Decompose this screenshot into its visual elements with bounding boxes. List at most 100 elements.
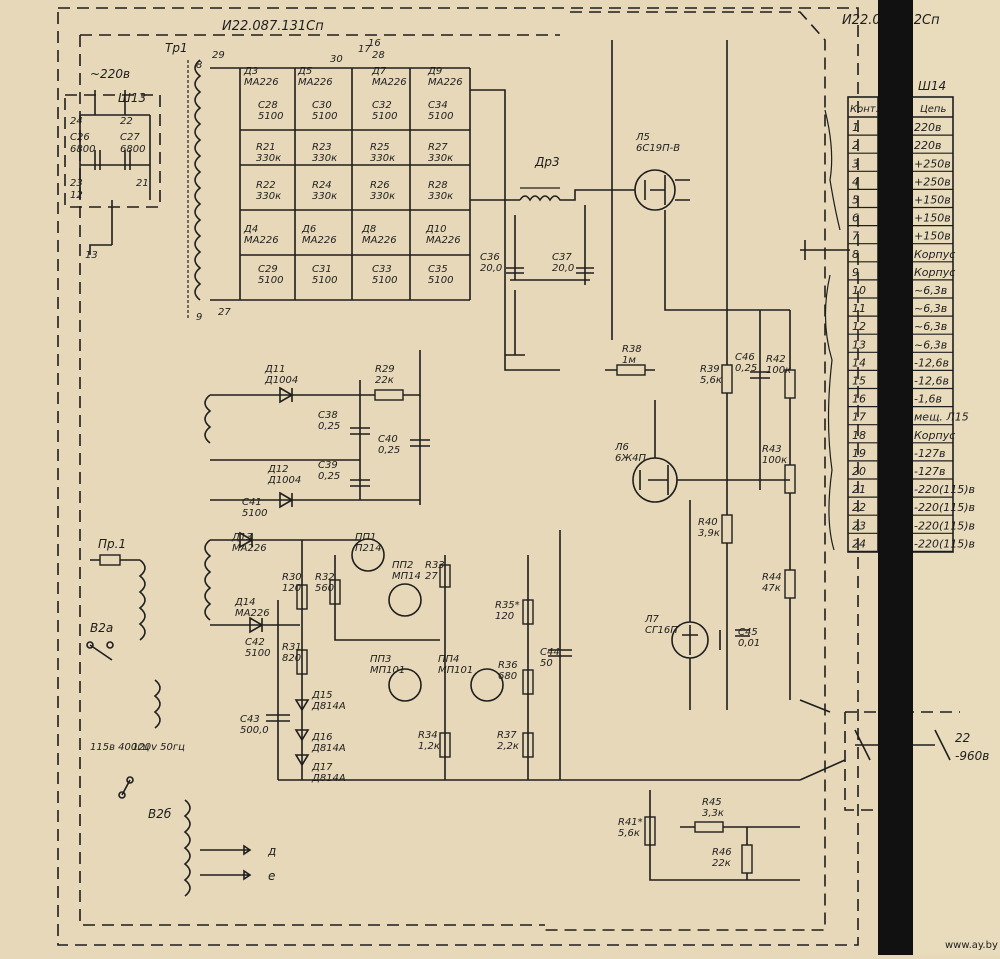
svg-text:В2а: В2а	[90, 621, 113, 635]
svg-text:24: 24	[70, 116, 83, 127]
table-row-circuit: ~6,3в	[914, 320, 947, 333]
table-row-contact: 12	[852, 320, 866, 333]
table-row-circuit: ~6,3в	[914, 338, 947, 351]
table-row-circuit: 220в	[914, 139, 941, 152]
svg-text:12: 12	[70, 190, 83, 201]
table-row-circuit: +150в	[914, 194, 951, 207]
svg-text:Ш13: Ш13	[118, 91, 146, 105]
svg-text:23: 23	[70, 178, 83, 189]
table-row-circuit: -1,6в	[914, 393, 942, 406]
svg-text:29: 29	[212, 50, 225, 61]
svg-text:Тр1: Тр1	[165, 41, 188, 55]
connector-wiring	[800, 109, 850, 551]
table-row-contact: 23	[852, 519, 866, 532]
table-row-circuit: мещ. Л15	[914, 411, 969, 424]
table-row-circuit: Корпус	[914, 248, 955, 261]
svg-text:С27: С27	[120, 132, 140, 143]
table-row-contact: 8	[852, 248, 859, 261]
svg-text:-960в: -960в	[955, 749, 989, 763]
svg-text:6800: 6800	[120, 144, 145, 155]
table-row-contact: 16	[852, 393, 866, 406]
label-r41: R41*5,6к	[618, 817, 643, 839]
table-row-contact: 7	[852, 230, 859, 243]
svg-text:Цепь: Цепь	[920, 104, 946, 115]
watermark: www.ay.by	[945, 940, 998, 951]
table-row-contact: 1	[852, 121, 859, 134]
table-row-circuit: -220(115)в	[914, 501, 975, 514]
table-row-contact: 18	[852, 429, 866, 442]
switch-section: Пр.1 115в 400гц 120v 50гц В2а В2б д е	[86, 537, 276, 897]
svg-text:В2б: В2б	[148, 807, 172, 821]
svg-text:~220в: ~220в	[90, 67, 130, 81]
table-row-circuit: 220в	[914, 121, 941, 134]
table-row-contact: 20	[852, 465, 866, 478]
table-row-contact: 2	[852, 139, 859, 152]
table-row-contact: 15	[852, 375, 866, 388]
table-row-circuit: -220(115)в	[914, 537, 975, 550]
table-row-contact: 3	[852, 157, 859, 170]
table-row-circuit: Корпус	[914, 266, 955, 279]
table-row-circuit: -12,6в	[914, 356, 949, 369]
table-row-circuit: +150в	[914, 212, 951, 225]
table-row-contact: 22	[852, 501, 866, 514]
tube-l7	[671, 500, 709, 710]
table-row-circuit: -127в	[914, 447, 945, 460]
rectifier-section	[204, 350, 430, 509]
svg-text:115в 400гц: 115в 400гц	[90, 742, 150, 753]
table-row-circuit: +150в	[914, 230, 951, 243]
right-block-frame	[545, 11, 826, 931]
left-block-frame	[79, 34, 560, 926]
table-row-contact: 24	[852, 537, 866, 550]
svg-text:8: 8	[196, 60, 202, 71]
bottom-right-section	[644, 790, 800, 881]
filter-section: Др3	[470, 89, 605, 371]
svg-text:6800: 6800	[70, 144, 95, 155]
